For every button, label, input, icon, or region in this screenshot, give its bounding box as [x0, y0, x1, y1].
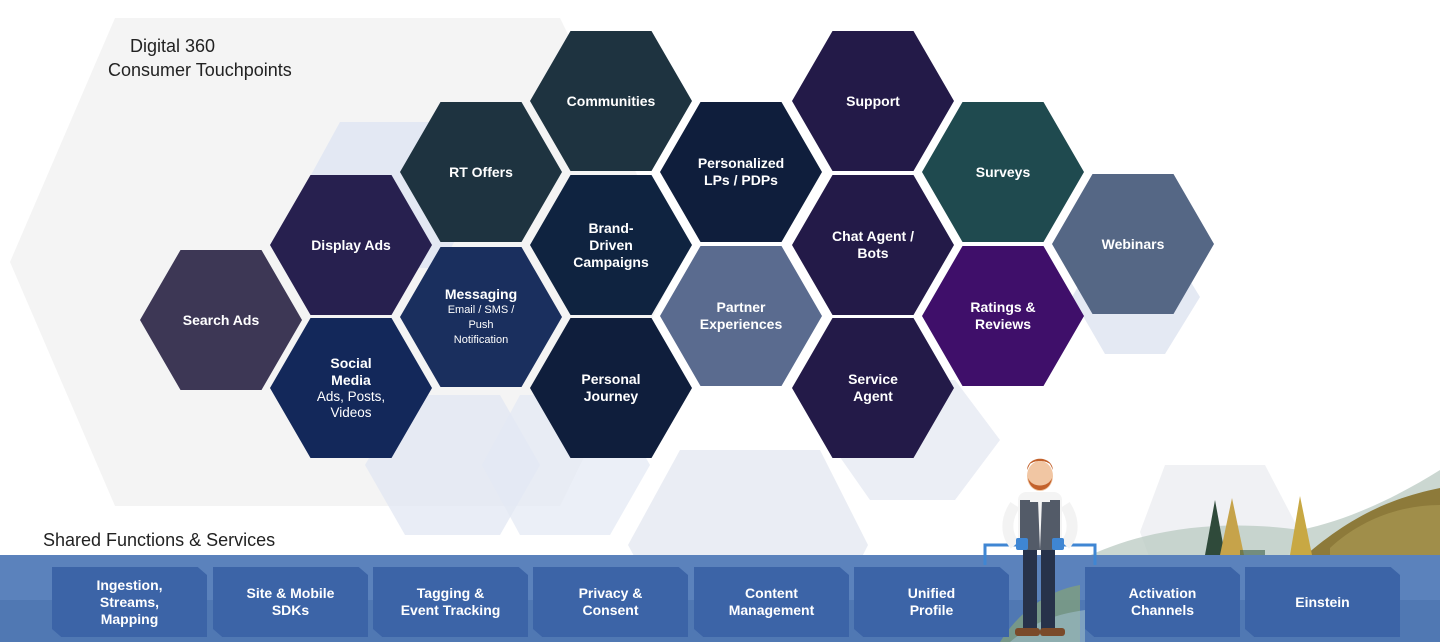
hex-subtitle: Ads, Posts, Videos	[316, 389, 386, 420]
hex-title: Search Ads	[182, 311, 260, 328]
hex-search-ads[interactable]: Search Ads	[140, 250, 302, 390]
hex-personal-journey[interactable]: Personal Journey	[530, 318, 692, 458]
service-activation[interactable]: Activation Channels	[1085, 567, 1240, 637]
hex-title: Ratings & Reviews	[970, 299, 1036, 332]
hex-service-agent[interactable]: Service Agent	[792, 318, 954, 458]
hex-title: Surveys	[975, 163, 1031, 180]
hex-title: Personalized LPs / PDPs	[697, 155, 785, 188]
hex-title: Chat Agent / Bots	[832, 228, 914, 261]
hex-title: Service Agent	[848, 371, 898, 404]
service-site-mobile-sdks[interactable]: Site & Mobile SDKs	[213, 567, 368, 637]
hex-title: Brand- Driven Campaigns	[573, 219, 649, 270]
hex-title: Communities	[566, 92, 656, 109]
hex-title: Personal Journey	[581, 371, 641, 404]
hex-partner-experiences[interactable]: Partner Experiences	[660, 246, 822, 386]
hex-title: Display Ads	[311, 236, 391, 253]
service-label: Site & Mobile SDKs	[246, 585, 335, 618]
service-label: Activation Channels	[1128, 585, 1197, 618]
hex-title: Partner Experiences	[699, 299, 783, 332]
service-label: Ingestion, Streams, Mapping	[96, 576, 163, 627]
service-label: Privacy & Consent	[578, 585, 643, 618]
hex-title: Social Media	[330, 355, 372, 388]
touchpoints-heading-line1: Digital 360	[130, 36, 216, 56]
service-ingestion[interactable]: Ingestion, Streams, Mapping	[52, 567, 207, 637]
service-label: Content Management	[728, 585, 815, 618]
touchpoints-heading-line2: Consumer Touchpoints	[108, 60, 292, 80]
service-content[interactable]: Content Management	[694, 567, 849, 637]
service-unified-profile[interactable]: Unified Profile	[854, 567, 1009, 637]
hex-ratings-reviews[interactable]: Ratings & Reviews	[922, 246, 1084, 386]
hex-title: Support	[846, 92, 900, 109]
shared-functions-heading: Shared Functions & Services	[43, 530, 276, 550]
hex-title: Webinars	[1101, 235, 1165, 252]
service-label: Unified Profile	[907, 585, 956, 618]
service-privacy[interactable]: Privacy & Consent	[533, 567, 688, 637]
hex-title: RT Offers	[449, 163, 513, 180]
hex-subtitle: Email / SMS / Push Notification	[447, 304, 515, 346]
service-tagging[interactable]: Tagging & Event Tracking	[373, 567, 528, 637]
service-label: Einstein	[1295, 593, 1350, 610]
service-einstein[interactable]: Einstein	[1245, 567, 1400, 637]
hex-title: Messaging	[444, 286, 518, 302]
service-label: Tagging & Event Tracking	[400, 585, 501, 618]
